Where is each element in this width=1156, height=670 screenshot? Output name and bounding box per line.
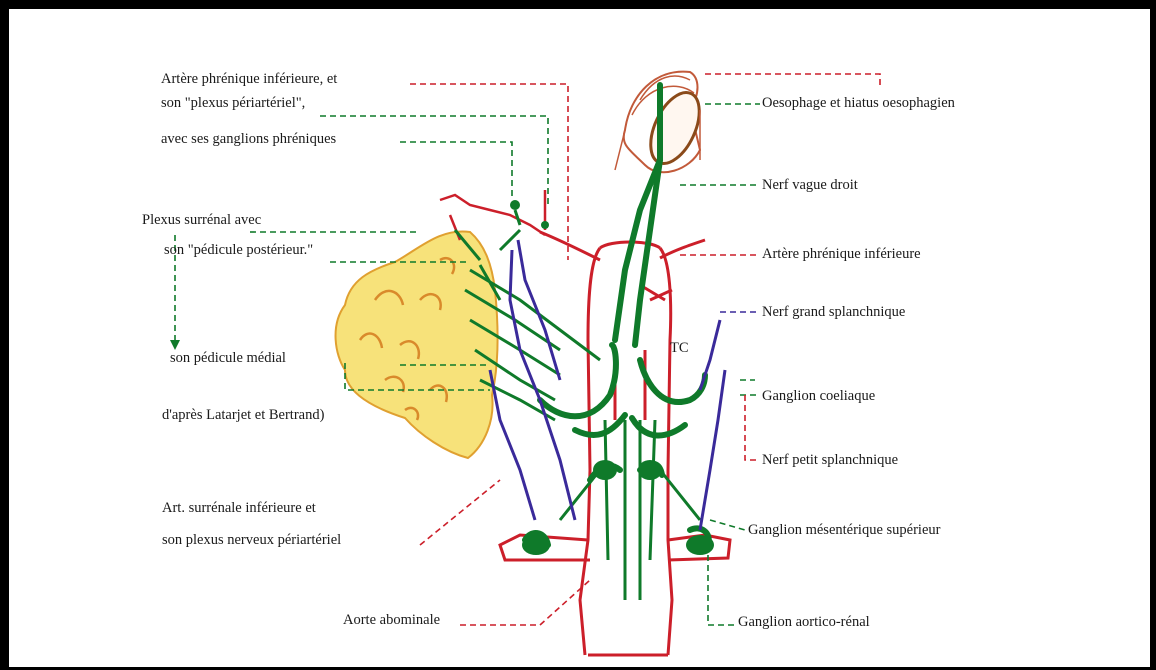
label-ganglion-coeliaque: Ganglion coeliaque bbox=[762, 388, 875, 405]
label-artere-phrenique-2: son "plexus périartériel", bbox=[161, 95, 305, 112]
label-aorte: Aorte abominale bbox=[343, 612, 440, 629]
label-ganglion-aortico-renal: Ganglion aortico-rénal bbox=[738, 614, 870, 631]
label-oesophage: Oesophage et hiatus oesophagien bbox=[762, 95, 955, 112]
label-grand-splanchnique: Nerf grand splanchnique bbox=[762, 304, 905, 321]
label-ganglion-mesenterique: Ganglion mésentérique supérieur bbox=[748, 522, 940, 539]
label-pedicule-medial: son pédicule médial bbox=[170, 350, 286, 367]
label-artere-phrenique-1: Artère phrénique inférieure, et bbox=[161, 71, 337, 88]
aorta bbox=[500, 232, 730, 655]
label-artere-phrenique-droite: Artère phrénique inférieure bbox=[762, 246, 921, 263]
label-art-surrenale-1: Art. surrénale inférieure et bbox=[162, 500, 316, 517]
label-plexus-surrenal-1: Plexus surrénal avec bbox=[142, 212, 261, 229]
label-source: d'après Latarjet et Bertrand) bbox=[162, 407, 324, 424]
label-plexus-surrenal-2: son "pédicule postérieur." bbox=[164, 242, 313, 259]
label-art-surrenale-2: son plexus nerveux périartériel bbox=[162, 532, 341, 549]
label-petit-splanchnique: Nerf petit splanchnique bbox=[762, 452, 898, 469]
label-artere-phrenique-3: avec ses ganglions phréniques bbox=[161, 131, 336, 148]
arrow-head bbox=[170, 340, 180, 350]
label-tc: TC bbox=[670, 340, 689, 357]
label-nerf-vague: Nerf vague droit bbox=[762, 177, 858, 194]
